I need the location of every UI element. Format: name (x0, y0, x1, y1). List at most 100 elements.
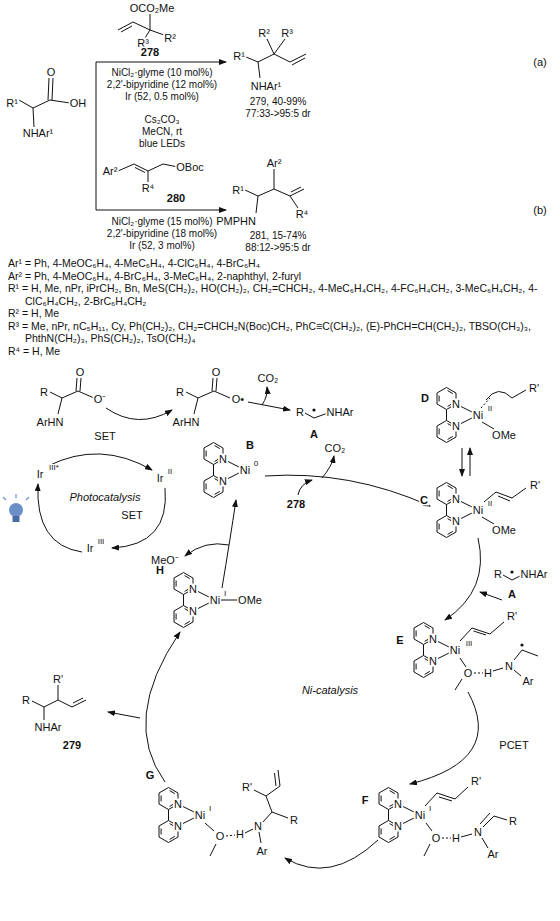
bipyridine-rings (159, 388, 478, 843)
atom-label: Ni (449, 645, 461, 656)
substituent-list: R⁴ = H, Me (8, 345, 552, 358)
atom-label: ArHN (172, 417, 201, 428)
condition-text: 77:33->95:5 dr (244, 109, 311, 119)
atom-label: Ni (239, 465, 251, 476)
compound-number: 279 (62, 740, 82, 751)
compound-number: B (245, 440, 255, 451)
atom-label: N (393, 821, 403, 832)
atom-label: O (215, 831, 226, 842)
atom-label: Ar (522, 676, 535, 687)
atom-label: OBoc (175, 162, 205, 173)
atom-label: N (253, 821, 263, 832)
atom-label: R (175, 387, 185, 398)
condition-text: 281, 15-74% (249, 231, 308, 241)
atom-label: OCO₂Me (129, 3, 176, 14)
atom-label: Ar² (102, 166, 119, 177)
atom-label: R (289, 815, 299, 826)
atom-label: O (46, 67, 57, 78)
atom-label: R (493, 569, 503, 580)
oxidation-state: III (465, 640, 474, 648)
atom-label: Ni (194, 810, 206, 821)
atom-label: O (463, 668, 474, 679)
compound-number: A (507, 589, 517, 600)
condition-text: MeCN, rt (141, 127, 183, 137)
atom-label: R (39, 387, 49, 398)
reaction-arrows (38, 62, 502, 868)
atom-label: N (451, 421, 461, 432)
atom-label: N (218, 476, 228, 487)
atom-label: Ar² (266, 158, 283, 169)
substituent-table: Ar¹ = Ph, 4-MeOC₆H₄, 4-MeC₆H₄, 4-ClC₆H₄,… (8, 257, 552, 357)
bipyridine-ligand (159, 388, 478, 843)
atom-label: R (295, 407, 305, 418)
atom-label: NHAr (34, 722, 63, 733)
atom-label: (a) (532, 57, 547, 68)
substituent-list: R² = H, Me (8, 307, 552, 320)
oxidation-state: III* (48, 464, 60, 472)
atom-label: R' (506, 611, 518, 622)
atom-label: Ir (156, 473, 165, 484)
cycle-name: Photocatalysis (69, 492, 142, 503)
atom-label: N (188, 606, 198, 617)
atom-label: PCET (498, 740, 529, 751)
atom-label: R⁴ (141, 183, 156, 194)
atom-label: O (431, 833, 442, 844)
atom-label: N (218, 454, 228, 465)
compound-number: D (420, 393, 430, 404)
oxidation-state: I (223, 590, 227, 598)
condition-text: 2,2'-bipyridine (12 mol%) (106, 80, 218, 90)
atom-label: OH (69, 98, 88, 109)
substituent-list: Ar² = Ph, 4-MeOC₆H₄, 4-BrC₆H₄, 3-MeC₆H₄,… (8, 270, 552, 283)
atom-label: Ir (86, 543, 95, 554)
compound-number: F (361, 795, 370, 806)
atom-label: SET (120, 510, 143, 521)
atom-label: N (428, 656, 438, 667)
atom-label: Ni (472, 505, 484, 516)
atom-label: Ar (256, 846, 269, 857)
condition-text: NiCl₂·glyme (10 mol%) (110, 68, 213, 78)
atom-label: NHAr (326, 407, 355, 418)
condition-text: Ir (52, 0.5 mol%) (124, 92, 200, 102)
condition-text: NiCl₂·glyme (15 mol%) (110, 217, 213, 227)
atom-label: H (235, 829, 245, 840)
atom-label: SET (93, 431, 116, 442)
atom-label: O (211, 367, 222, 378)
substituent-list: Ar¹ = Ph, 4-MeOC₆H₄, 4-MeC₆H₄, 4-ClC₆H₄,… (8, 257, 552, 270)
compound-number: A (309, 429, 319, 440)
atom-label: R¹ (232, 51, 246, 62)
substituent-list: R¹ = H, Me, nPr, iPrCH₂, Bn, MeS(CH₂)₂, … (8, 282, 552, 307)
atom-label: R³ (280, 28, 294, 39)
atom-label: OMe (491, 430, 517, 441)
atom-label: O (75, 367, 86, 378)
atom-label: NHAr (520, 569, 549, 580)
atom-label: O⁻ (93, 394, 108, 405)
atom-label: H (483, 668, 493, 679)
atom-label: N (173, 799, 183, 810)
atom-label: R (508, 816, 518, 827)
condition-text: 279, 40-99% (249, 97, 308, 107)
compound-number: G (145, 770, 156, 781)
condition-text: blue LEDs (138, 139, 186, 149)
atom-label: N (451, 399, 461, 410)
atom-label: H (451, 833, 461, 844)
atom-label: R¹ (5, 98, 19, 109)
compound-number: E (395, 635, 404, 646)
atom-label: PMPHN (215, 216, 257, 227)
atom-label: NHAr¹ (22, 128, 55, 139)
oxidation-state: II (487, 405, 493, 413)
oxidation-state: 0 (253, 460, 259, 468)
light-bulb-icon (3, 494, 29, 522)
atom-label: R' (241, 782, 253, 793)
cycle-name: Ni-catalysis (301, 685, 359, 696)
atom-label: (b) (532, 205, 547, 216)
weak-bonds (226, 398, 490, 838)
compound-number: 280 (166, 193, 186, 204)
atom-label: OMe (237, 595, 263, 606)
atom-label: OMe (491, 525, 517, 536)
compound-number: C (419, 495, 429, 506)
compound-number: 278 (286, 499, 306, 510)
atom-label: CO₂ (324, 443, 347, 454)
condition-text: Ir (52, 3 mol%) (128, 241, 196, 251)
atom-label: Ni (472, 410, 484, 421)
